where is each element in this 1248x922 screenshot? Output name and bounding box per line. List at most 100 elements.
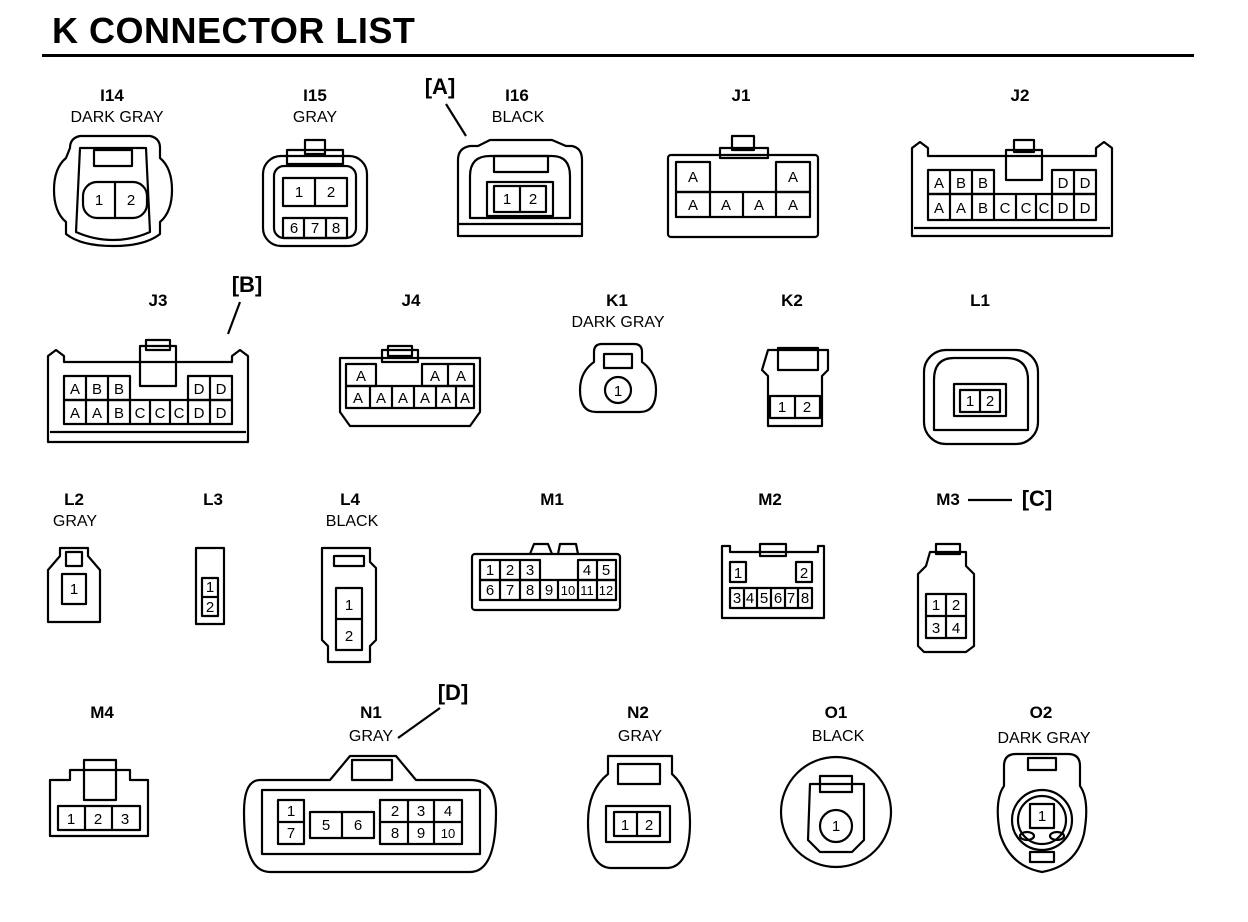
connector-color-k1: DARK GRAY [571,314,665,331]
pin-label-m4: 3 [121,811,129,828]
pin-label-j3: C [155,405,166,422]
pin-label-m2: 7 [787,590,795,607]
pin-label-n2: 2 [645,817,653,834]
pin-label-j4: A [398,390,408,407]
pin-label-j3: A [70,405,80,422]
pin-label-n1: 9 [417,825,425,842]
connector-id-l3: L3 [203,490,223,509]
pin-label-k2: 2 [803,399,811,416]
pin-label-m1: 8 [526,582,534,599]
pin-label-j3: D [216,381,227,398]
pin-label-m3: 4 [952,620,960,637]
connector-k2 [760,346,830,428]
pin-label-m1: 3 [526,562,534,579]
pin-label-j2: C [1021,200,1032,217]
pin-label-i15: 6 [290,220,298,237]
pin-label-n1: 5 [322,817,330,834]
pin-label-o1: 1 [832,818,840,835]
pin-label-j1: A [721,197,731,214]
pin-label-m1: 5 [602,562,610,579]
page-title: K CONNECTOR LIST [52,10,416,51]
connector-id-o2: O2 [1029,703,1053,722]
connector-k1 [578,342,658,414]
connector-id-l2: L2 [64,490,84,509]
pin-label-i14: 1 [95,192,103,209]
connector-id-l4: L4 [340,490,360,509]
connector-l1 [922,348,1040,446]
pin-label-m2: 6 [774,590,782,607]
pin-label-j2: D [1058,175,1069,192]
connector-l2 [46,546,102,624]
pin-label-j3: B [114,405,124,422]
connector-color-o1: BLACK [811,728,865,745]
pin-label-m1: 6 [486,582,494,599]
pin-label-m1: 12 [599,583,613,598]
pin-label-j2: D [1080,175,1091,192]
pin-label-j3: C [135,405,146,422]
pin-label-m4: 2 [94,811,102,828]
pin-label-k1: 1 [614,383,622,400]
connector-id-i14: I14 [100,86,124,105]
reference-d: [D] [437,680,469,705]
pin-label-j1: A [688,197,698,214]
connector-l3 [194,546,226,626]
pin-label-i15: 1 [295,184,303,201]
pin-label-n1: 1 [287,803,295,820]
pin-label-n2: 1 [621,817,629,834]
pin-label-m1: 1 [486,562,494,579]
pin-label-n1: 8 [391,825,399,842]
connector-id-l1: L1 [970,291,990,310]
pin-label-j2: B [978,200,988,217]
connector-color-l4: BLACK [325,513,379,530]
pin-label-n1: 6 [354,817,362,834]
title-rule [42,54,1194,57]
connector-id-k2: K2 [781,291,803,310]
pin-label-j4: A [376,390,386,407]
connector-l4 [320,546,378,664]
pin-label-j3: D [194,381,205,398]
pin-label-n1: 3 [417,803,425,820]
pin-label-j2: D [1080,200,1091,217]
connector-id-m4: M4 [90,703,114,722]
pin-label-i15: 7 [311,220,319,237]
connector-color-i14: DARK GRAY [70,109,164,126]
connector-color-i16: BLACK [491,109,545,126]
connector-id-j4: J4 [401,291,421,310]
leader-line-a [445,103,467,137]
pin-label-j4: A [353,390,363,407]
pin-label-m1: 2 [506,562,514,579]
pin-label-j3: C [174,405,185,422]
connector-id-n2: N2 [627,703,649,722]
connector-color-i15: GRAY [292,109,338,126]
leader-line-d [397,707,441,739]
pin-label-m3: 3 [932,620,940,637]
pin-label-j2: D [1058,200,1069,217]
pin-label-j1: A [788,197,798,214]
pin-label-j2: C [1039,200,1050,217]
connector-id-j2: J2 [1010,86,1030,105]
connector-id-m3: M3 [936,490,960,509]
connector-color-l2: GRAY [52,513,98,530]
connector-i16 [456,138,584,238]
pin-label-j4: A [420,390,430,407]
pin-label-m3: 1 [932,597,940,614]
connector-id-j3: J3 [148,291,168,310]
pin-label-j4: A [356,368,366,385]
connector-id-o1: O1 [824,703,848,722]
connector-m1 [470,542,622,612]
pin-label-o2: 1 [1038,808,1046,825]
connector-id-m2: M2 [758,490,782,509]
pin-label-i15: 8 [332,220,340,237]
pin-label-j1: A [754,197,764,214]
connector-j1 [666,134,820,239]
pin-label-i16: 2 [529,191,537,208]
pin-label-k2: 1 [778,399,786,416]
connector-n1 [242,754,498,874]
pin-label-j3: B [114,381,124,398]
pin-label-j1: A [788,169,798,186]
pin-label-m2: 5 [760,590,768,607]
pin-label-i15: 2 [327,184,335,201]
pin-label-m1: 10 [561,583,575,598]
pin-label-n1: 2 [391,803,399,820]
